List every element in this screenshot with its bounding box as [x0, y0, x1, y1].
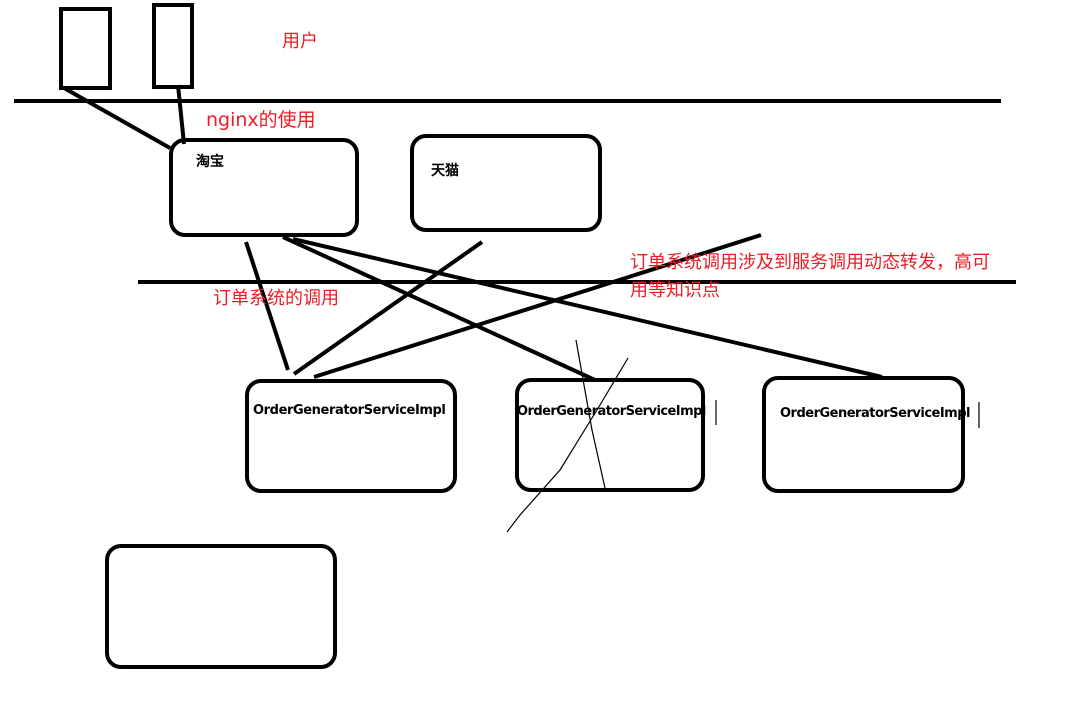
tmall-box	[410, 134, 602, 232]
user-label: 用户	[282, 31, 318, 52]
tmall-label: 天猫	[431, 163, 459, 179]
taobao-label: 淘宝	[196, 154, 224, 170]
service-box-1	[245, 379, 457, 493]
client1-to-taobao-line	[63, 86, 171, 150]
service-1-label: OrderGeneratorServiceImpl	[253, 403, 446, 418]
dynamic-forward-label-line2: 用等知识点	[630, 280, 720, 301]
taobao-box	[169, 138, 359, 237]
cross-out-stroke-1	[506, 357, 629, 533]
order-call-label: 订单系统的调用	[213, 288, 339, 309]
empty-box	[105, 544, 337, 669]
service-3-label: OrderGeneratorServiceImpl	[780, 406, 970, 421]
forward-to-service1-line	[313, 233, 762, 379]
service-box-3	[762, 376, 965, 493]
taobao-to-service1-line	[244, 241, 290, 371]
tmall-to-service1-line	[292, 240, 484, 376]
dynamic-forward-label-line1: 订单系统调用涉及到服务调用动态转发，高可	[630, 252, 990, 273]
cross-out-stroke-2	[575, 339, 606, 489]
taobao-to-service3-line	[292, 237, 883, 379]
client2-to-taobao-line	[176, 84, 186, 145]
nginx-label: nginx的使用	[206, 109, 316, 131]
taobao-to-service2-line	[282, 235, 596, 382]
service-2-label: OrderGeneratorServiceImpl	[517, 404, 706, 419]
service-box-2	[515, 378, 705, 492]
client-box-2	[152, 3, 194, 89]
client-box-1	[59, 7, 112, 90]
